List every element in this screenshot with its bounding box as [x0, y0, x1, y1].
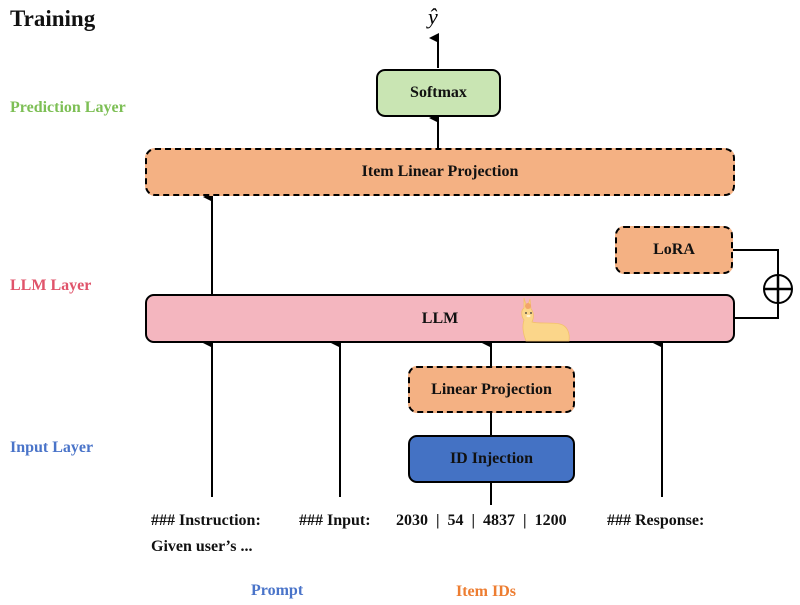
item-ids-text: 2030 | 54 | 4837 | 1200	[396, 512, 567, 529]
id-injection-box: ID Injection	[408, 435, 575, 483]
lora-box: LoRA	[615, 226, 733, 274]
item-ids-group-label: Item IDs	[456, 583, 516, 600]
llm-layer-label: LLM Layer	[10, 277, 92, 294]
llama-icon	[521, 297, 570, 342]
softmax-label: Softmax	[410, 84, 467, 101]
prediction-layer-label: Prediction Layer	[10, 99, 126, 116]
llm-label: LLM	[421, 309, 459, 327]
plus-circle-icon	[763, 274, 793, 304]
output-label: ŷ	[428, 4, 438, 29]
diagram-title: Training	[10, 6, 96, 31]
id-injection-label: ID Injection	[449, 450, 534, 467]
instruction-text: ### Instruction:	[151, 512, 261, 529]
linear-projection-box: Linear Projection	[408, 366, 575, 413]
linear-projection-label: Linear Projection	[431, 380, 552, 398]
lora-label: LoRA	[653, 241, 695, 258]
instruction-continuation-text: Given user’s ...	[151, 538, 253, 555]
response-text: ### Response:	[607, 512, 705, 529]
input-text: ### Input:	[299, 512, 371, 529]
lora-residual-path	[733, 249, 779, 319]
prompt-group-label: Prompt	[251, 582, 304, 599]
input-layer-label: Input Layer	[10, 439, 94, 456]
softmax-box: Softmax	[376, 69, 501, 117]
llm-box: LLM	[145, 294, 735, 343]
item-linear-projection-box: Item Linear Projection	[145, 148, 735, 196]
item-linear-projection-label: Item Linear Projection	[361, 163, 519, 180]
